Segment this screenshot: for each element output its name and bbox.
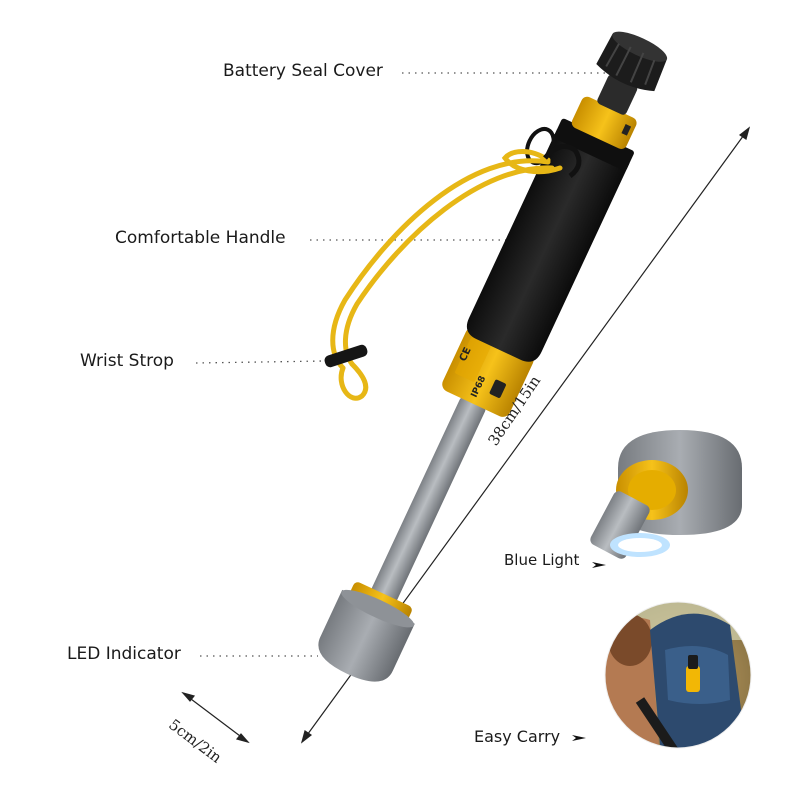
ce-mark: CE: [458, 346, 474, 364]
blue-light-inset: [590, 430, 742, 559]
strap-clip: [543, 143, 582, 179]
wrist-strop-label: Wrist Strop: [80, 351, 174, 371]
wrist-strap: [330, 149, 563, 401]
arrow-easy-carry: [572, 735, 586, 741]
width-dimension-line: [181, 691, 250, 744]
arrow-blue-light: [592, 562, 606, 568]
leader-lines: [195, 72, 650, 657]
led-indicator-label: LED Indicator: [67, 644, 181, 664]
strap-lock: [324, 344, 368, 368]
easy-carry-label: Easy Carry: [474, 727, 561, 746]
comfortable-handle-label: Comfortable Handle: [115, 228, 286, 248]
blue-light-label: Blue Light: [504, 551, 580, 569]
easy-carry-photo: [605, 602, 751, 748]
pinpointer-device: [318, 31, 668, 682]
battery-seal-cover-label: Battery Seal Cover: [223, 61, 383, 81]
